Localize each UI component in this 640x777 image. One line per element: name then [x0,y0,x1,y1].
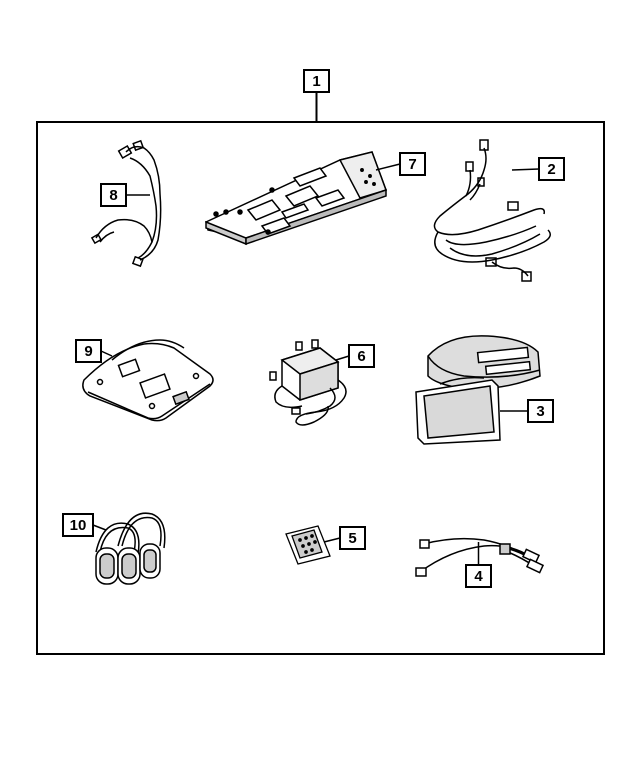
callout-8-label: 8 [109,187,117,204]
callout-7-label: 7 [408,156,416,173]
callout-6[interactable]: 6 [335,344,375,368]
part-wiring-harness [90,139,162,268]
callout-4[interactable]: 4 [465,542,492,588]
callout-1[interactable]: 1 [303,69,330,122]
callout-2[interactable]: 2 [511,157,565,181]
part-remote-control [285,525,331,565]
callout-2-label: 2 [547,161,555,178]
part-mounting-bracket [205,151,387,246]
callout-8[interactable]: 8 [100,183,150,207]
callout-7[interactable]: 7 [375,152,426,176]
part-y-adapter-cable [415,537,545,577]
part-video-monitor [415,335,541,445]
part-video-cable [433,139,551,282]
part-receiver-module [269,339,347,426]
callout-1-label: 1 [312,73,320,90]
callout-9[interactable]: 9 [75,339,113,363]
callout-10-label: 10 [70,517,87,534]
callout-3[interactable]: 3 [500,399,554,423]
callout-10[interactable]: 10 [62,513,107,537]
callout-5-label: 5 [348,530,356,547]
callout-3-label: 3 [536,403,544,420]
callout-5[interactable]: 5 [323,526,366,550]
part-wireless-headphones [95,512,166,585]
callout-6-label: 6 [357,348,365,365]
part-console-trim [82,339,214,422]
callout-4-label: 4 [474,568,483,585]
assembly-frame [36,121,605,655]
callout-9-label: 9 [84,343,92,360]
